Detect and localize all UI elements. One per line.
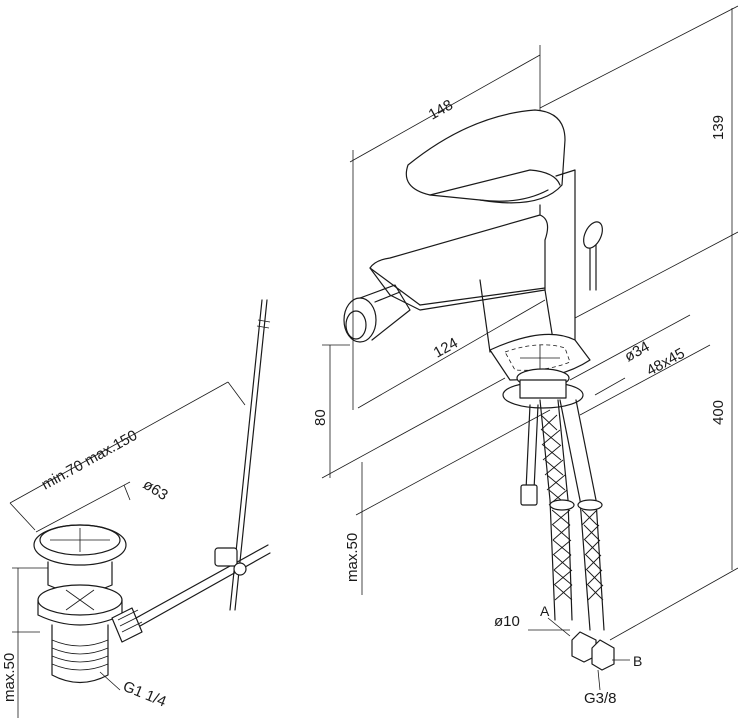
dim-80-label: 80 (312, 409, 329, 426)
hose-label-a: A (540, 603, 550, 619)
dim-thread-label: G3/8 (584, 690, 617, 707)
mixer-dimension-lines (321, 5, 738, 691)
drain-reach-label: min.70 max.150 (39, 427, 141, 494)
dim-400-label: 400 (710, 400, 727, 425)
dim-124-label: 124 (431, 334, 461, 361)
mixer-handle (405, 109, 566, 204)
drain-assembly (9, 299, 271, 718)
drain-thread-label: G1 1/4 (121, 678, 169, 711)
dim-148-label: 148 (426, 96, 456, 123)
drain-cap-dia-label: ø63 (140, 476, 171, 504)
mixer-spout (369, 214, 549, 311)
hose-label-b: B (633, 653, 642, 669)
drain-below-max-label: max.50 (1, 653, 18, 702)
dim-below-deck-label: max.50 (344, 533, 361, 582)
dim-hose-dia-label: ø10 (494, 613, 520, 630)
dim-139-label: 139 (710, 115, 727, 140)
bidet-mixer (343, 109, 615, 671)
